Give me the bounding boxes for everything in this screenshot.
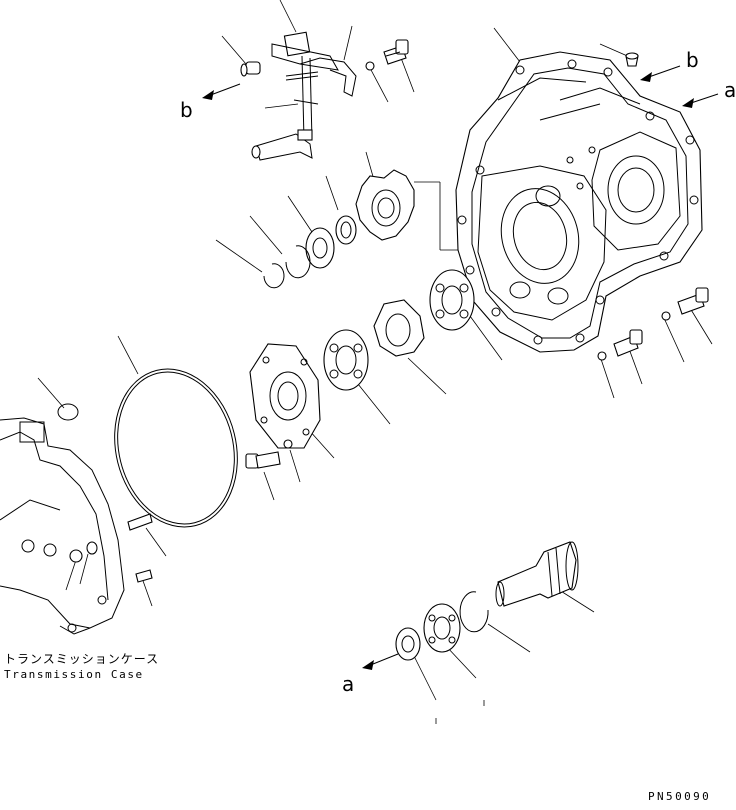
reference-a-bottom: a: [342, 672, 355, 696]
bolt-plate: [245, 439, 293, 469]
bearing-bottom: [423, 603, 461, 653]
output-shaft: [495, 541, 579, 607]
bearing-middle-left: [323, 329, 369, 391]
bearing-upper: [263, 215, 357, 289]
shift-fork-assembly: [240, 31, 357, 161]
reference-a-top: a: [724, 78, 736, 102]
bearing-middle-right: [429, 269, 475, 331]
reference-arrows: [202, 65, 719, 670]
reference-b-left: b: [180, 98, 193, 122]
gear-middle: [373, 299, 425, 357]
o-ring-small: [57, 403, 79, 421]
gear-upper: [355, 169, 415, 241]
case-label-japanese: トランスミッションケース: [4, 652, 160, 666]
reference-b-top: b: [686, 48, 699, 72]
transmission-case: [0, 417, 125, 635]
retainer-plate: [249, 343, 321, 449]
bolts-right: [597, 287, 709, 361]
oil-seal-bottom: [395, 627, 421, 661]
bolt-top: [365, 39, 409, 71]
dowel-pins: [127, 513, 153, 583]
o-ring-large: [114, 368, 238, 528]
plug-top-right: [625, 52, 639, 67]
transmission-housing: [455, 51, 703, 353]
case-label-english: Transmission Case: [4, 668, 144, 681]
figure-code: PN50090: [648, 790, 712, 803]
snap-ring-bottom: [459, 591, 489, 633]
